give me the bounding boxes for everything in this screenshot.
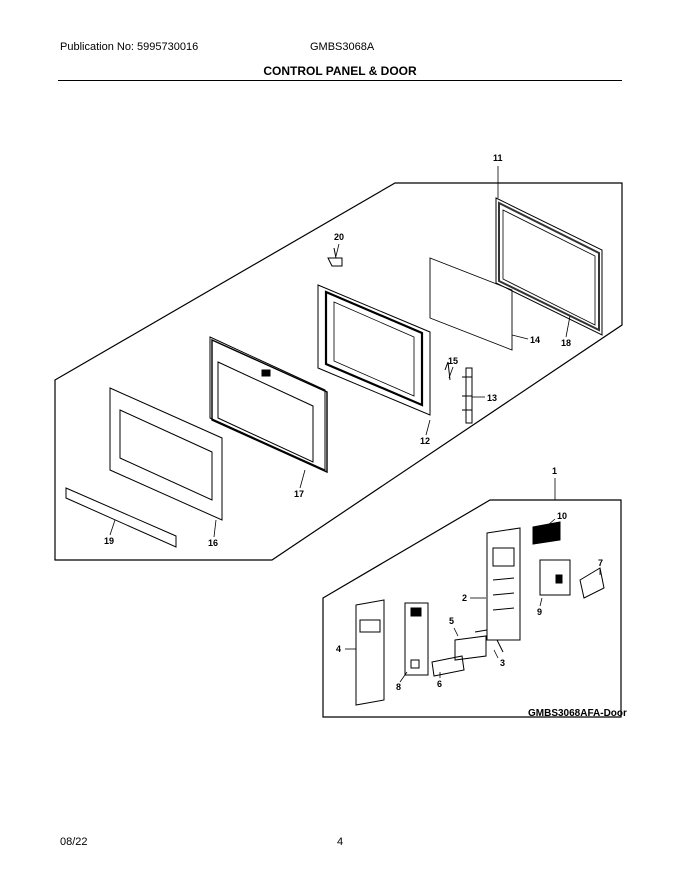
callout-16: 16 [208, 538, 218, 548]
footer-date: 08/22 [60, 836, 88, 848]
display-window-part [532, 521, 561, 545]
callout-2: 2 [462, 593, 467, 603]
control-panel-housing-part [486, 527, 521, 641]
callout-9: 9 [537, 607, 542, 617]
callout-15: 15 [448, 356, 458, 366]
callout-20: 20 [334, 232, 344, 242]
button-part [579, 567, 605, 599]
outer-door-part [209, 336, 328, 474]
publication-number: Publication No: 5995730016 [60, 41, 199, 53]
title-rule [58, 80, 622, 81]
door-glass-part [109, 387, 223, 521]
callout-12: 12 [420, 436, 430, 446]
model-number: GMBS3068A [310, 41, 375, 53]
callout-13: 13 [487, 393, 497, 403]
page-number: 4 [337, 836, 344, 848]
callout-10: 10 [557, 511, 567, 521]
callout-3: 3 [500, 658, 505, 668]
glass-panel-part [429, 257, 513, 351]
circuit-board-part [404, 602, 429, 676]
callout-17: 17 [294, 489, 304, 499]
inner-door-part [317, 284, 431, 416]
callout-4: 4 [336, 644, 341, 654]
callout-6: 6 [437, 679, 442, 689]
switch-bracket-part [454, 629, 504, 661]
page-title: CONTROL PANEL & DOOR [263, 64, 417, 78]
panel-group-outline [322, 499, 622, 718]
callout-7: 7 [598, 558, 603, 568]
hinge-clip-part [327, 247, 343, 267]
pcb-board-part [539, 559, 571, 596]
door-group-outline [54, 182, 623, 561]
callout-19: 19 [104, 536, 114, 546]
diagram-reference: GMBS3068AFA-Door [528, 708, 627, 719]
callout-11: 11 [493, 153, 503, 163]
door-frame-part [495, 197, 603, 336]
label-part [431, 655, 465, 677]
callout-8: 8 [396, 682, 401, 692]
callout-5: 5 [449, 616, 454, 626]
keypad-overlay-part [355, 599, 385, 706]
choke-strip-part [65, 487, 177, 548]
callout-14: 14 [530, 335, 540, 345]
callout-18: 18 [561, 338, 571, 348]
callout-1: 1 [552, 466, 557, 476]
latch-part [444, 361, 473, 424]
